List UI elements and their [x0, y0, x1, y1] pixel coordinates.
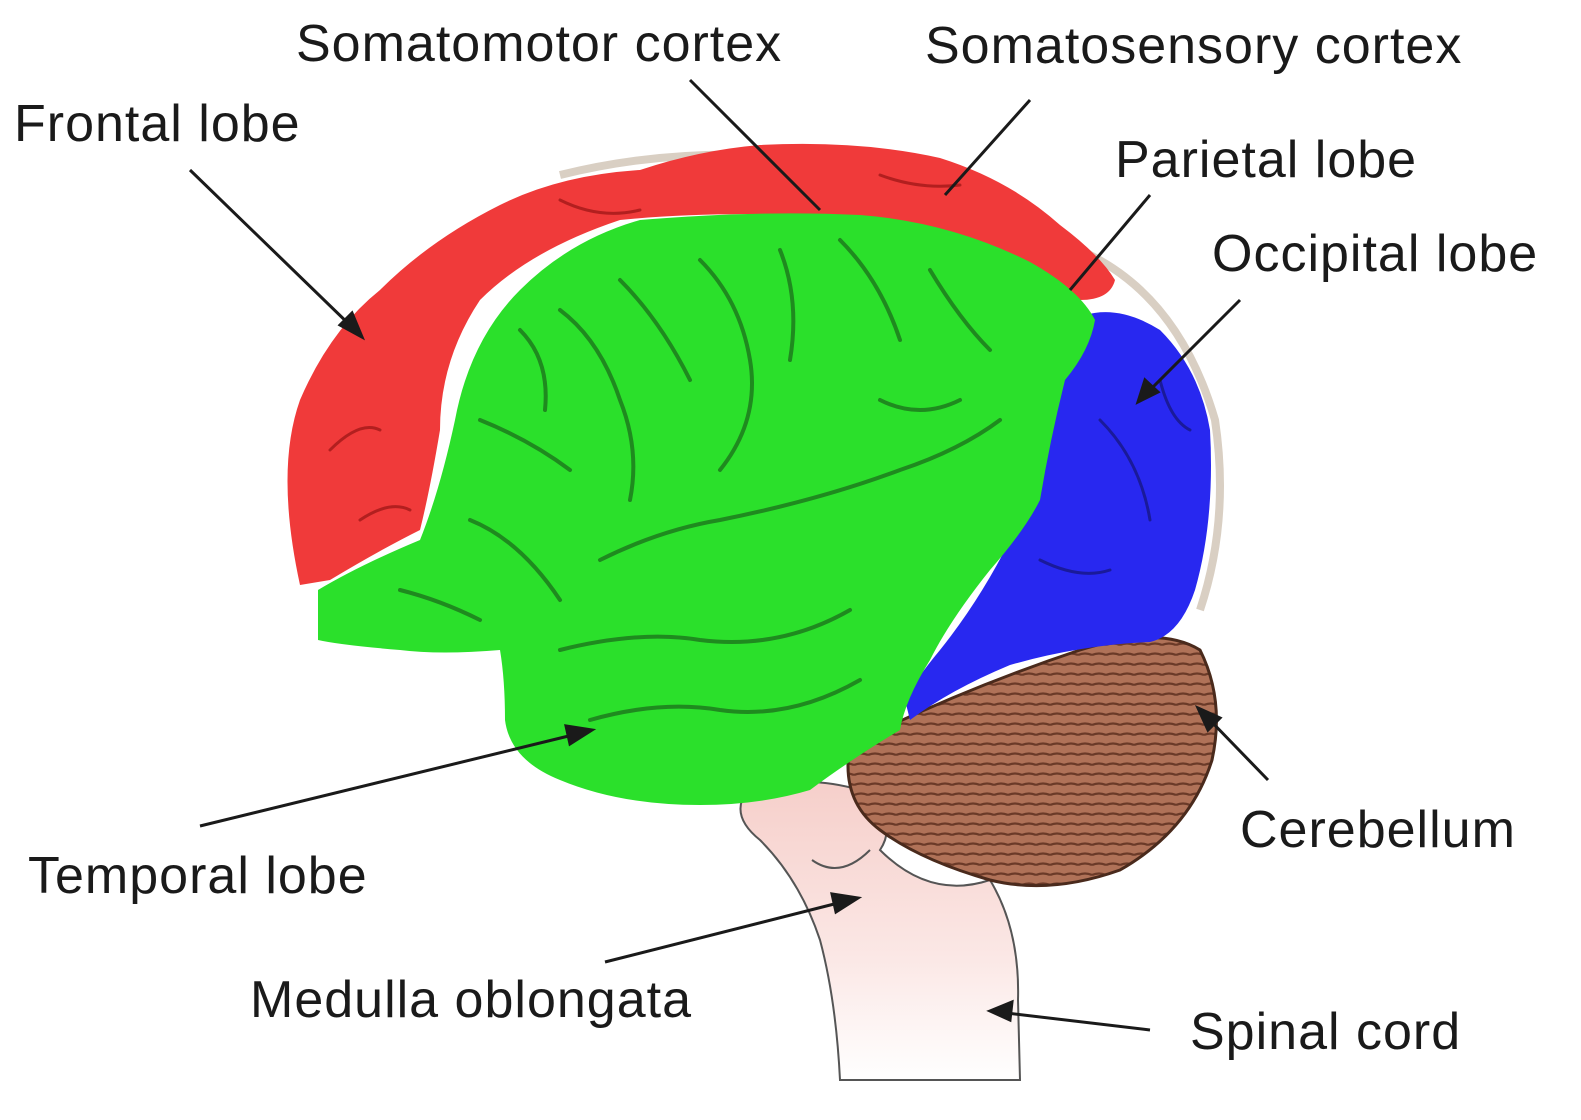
label-occipital-lobe: Occipital lobe	[1212, 228, 1538, 280]
leader-medulla	[605, 900, 850, 962]
label-cerebellum: Cerebellum	[1240, 804, 1516, 856]
label-somatomotor-cortex: Somatomotor cortex	[296, 18, 782, 70]
label-frontal-lobe: Frontal lobe	[14, 98, 301, 150]
label-temporal-lobe: Temporal lobe	[28, 850, 368, 902]
label-spinal-cord: Spinal cord	[1190, 1006, 1461, 1058]
label-medulla-oblongata: Medulla oblongata	[250, 974, 692, 1026]
leader-frontal	[190, 170, 355, 330]
leader-temporal	[200, 732, 585, 826]
label-somatosensory-cortex: Somatosensory cortex	[925, 20, 1462, 72]
label-parietal-lobe: Parietal lobe	[1115, 134, 1417, 186]
leader-spinal	[998, 1012, 1150, 1030]
